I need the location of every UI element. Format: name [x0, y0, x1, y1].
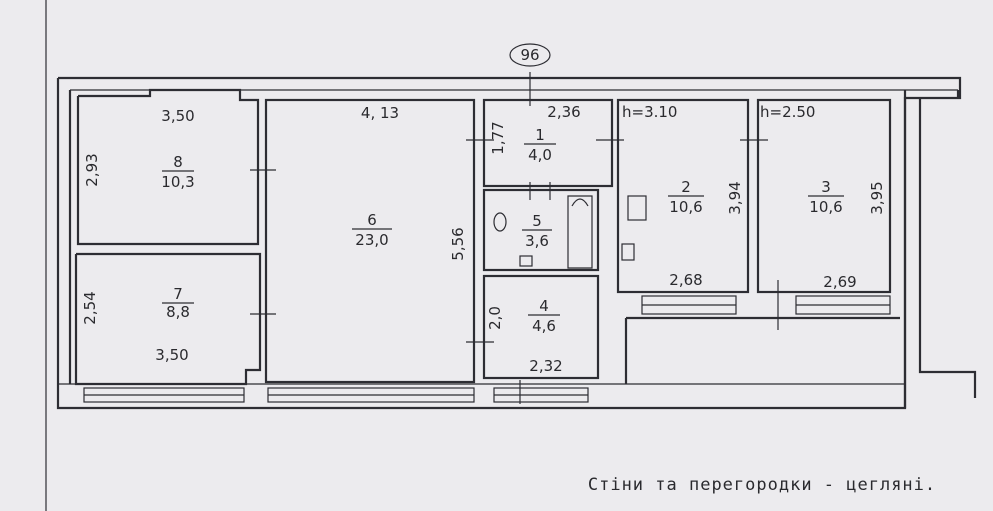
room-8-outline — [76, 88, 260, 246]
balcony-right — [624, 295, 900, 384]
room-1-area: 4,0 — [528, 146, 552, 164]
balcony-left — [83, 387, 589, 403]
room-5-number: 5 — [532, 212, 542, 230]
room-3-number: 3 — [821, 178, 831, 196]
room-6-width: 4, 13 — [361, 104, 399, 122]
door-marks — [250, 72, 779, 404]
room-8-width: 3,50 — [161, 107, 194, 125]
room-8-area: 10,3 — [161, 173, 194, 191]
wall-material-note: Стіни та перегородки - цегляні. — [588, 475, 936, 495]
building-number-bubble — [509, 43, 551, 67]
room-7-outline — [74, 252, 262, 386]
room-1-width: 2,36 — [547, 103, 580, 121]
room-6-number: 6 — [367, 211, 377, 229]
room-2-width: 2,68 — [669, 271, 702, 289]
room-4-number: 4 — [539, 297, 549, 315]
room-3-height: h=2.50 — [760, 103, 815, 121]
room-2-area: 10,6 — [669, 198, 702, 216]
room-7-depth: 2,54 — [81, 291, 99, 324]
room-1-outline — [482, 98, 614, 188]
room-1-number: 1 — [535, 126, 545, 144]
room-3-depth: 3,95 — [868, 181, 886, 214]
room-4-outline — [482, 274, 600, 380]
room-4-area: 4,6 — [532, 317, 556, 335]
room-2-outline — [616, 98, 750, 294]
room-8-depth: 2,93 — [83, 153, 101, 186]
room-5-outline — [482, 188, 600, 272]
room-5-area: 3,6 — [525, 232, 549, 250]
room-6-area: 23,0 — [355, 231, 388, 249]
room-7-width: 3,50 — [155, 346, 188, 364]
room-8-number: 8 — [173, 153, 183, 171]
room-2-height: h=3.10 — [622, 103, 677, 121]
room-6-outline — [264, 98, 476, 384]
room-6-depth: 5,56 — [449, 227, 467, 260]
room-4-width: 2,32 — [529, 357, 562, 375]
building-number: 96 — [520, 46, 539, 64]
room-4-depth: 2,0 — [486, 306, 504, 330]
room-3-area: 10,6 — [809, 198, 842, 216]
room-2-depth: 3,94 — [726, 181, 744, 214]
room-2-number: 2 — [681, 178, 691, 196]
room-3-outline — [756, 98, 892, 294]
room-3-width: 2,69 — [823, 273, 856, 291]
room-7-number: 7 — [173, 285, 183, 303]
room-1-depth: 1,77 — [489, 121, 507, 154]
room-7-area: 8,8 — [166, 303, 190, 321]
